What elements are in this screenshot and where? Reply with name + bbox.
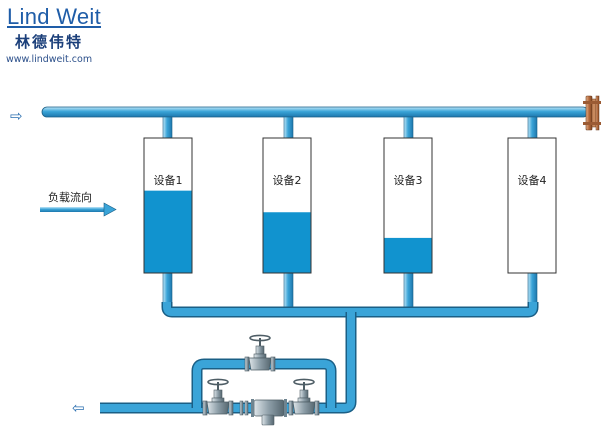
device-3-label: 设备3 xyxy=(394,173,423,187)
brand-website: www.lindweit.com xyxy=(6,54,93,65)
flow-direction-arrow-icon xyxy=(40,202,117,217)
device-group: 设备1 设备2 设备3 设备4 xyxy=(143,137,557,274)
right-globe-valve-icon xyxy=(288,378,320,416)
device-2: 设备2 xyxy=(262,137,312,274)
device-4: 设备4 xyxy=(507,137,557,274)
supply-pipe xyxy=(41,106,589,118)
device-3-liquid xyxy=(384,237,432,273)
brand-logo-name: Lind Weit xyxy=(7,4,102,29)
device-3: 设备3 xyxy=(383,137,433,274)
device-1: 设备1 xyxy=(143,137,193,274)
device-1-liquid xyxy=(144,190,192,273)
device-2-label: 设备2 xyxy=(273,173,302,187)
flow-direction-label: 负载流向 xyxy=(48,190,92,204)
bypass-globe-valve-icon xyxy=(244,334,276,372)
end-flange xyxy=(583,95,601,131)
outlet-arrow-icon: ⇦ xyxy=(72,399,85,417)
left-globe-valve-icon xyxy=(202,378,234,416)
device-1-label: 设备1 xyxy=(154,173,183,187)
inlet-arrow-icon: ⇨ xyxy=(10,107,23,125)
device-4-label: 设备4 xyxy=(518,173,547,187)
return-main-pipe xyxy=(100,312,357,414)
brand-logo-chinese: 林德伟特 xyxy=(15,33,84,51)
inlet-drop-pipes xyxy=(162,116,538,139)
device-2-liquid xyxy=(263,212,311,273)
steam-trap-icon xyxy=(251,399,287,426)
return-riser-pipes xyxy=(162,272,538,308)
inline-flange-fitting-icon xyxy=(239,400,249,416)
return-collector-pipe xyxy=(161,302,539,318)
